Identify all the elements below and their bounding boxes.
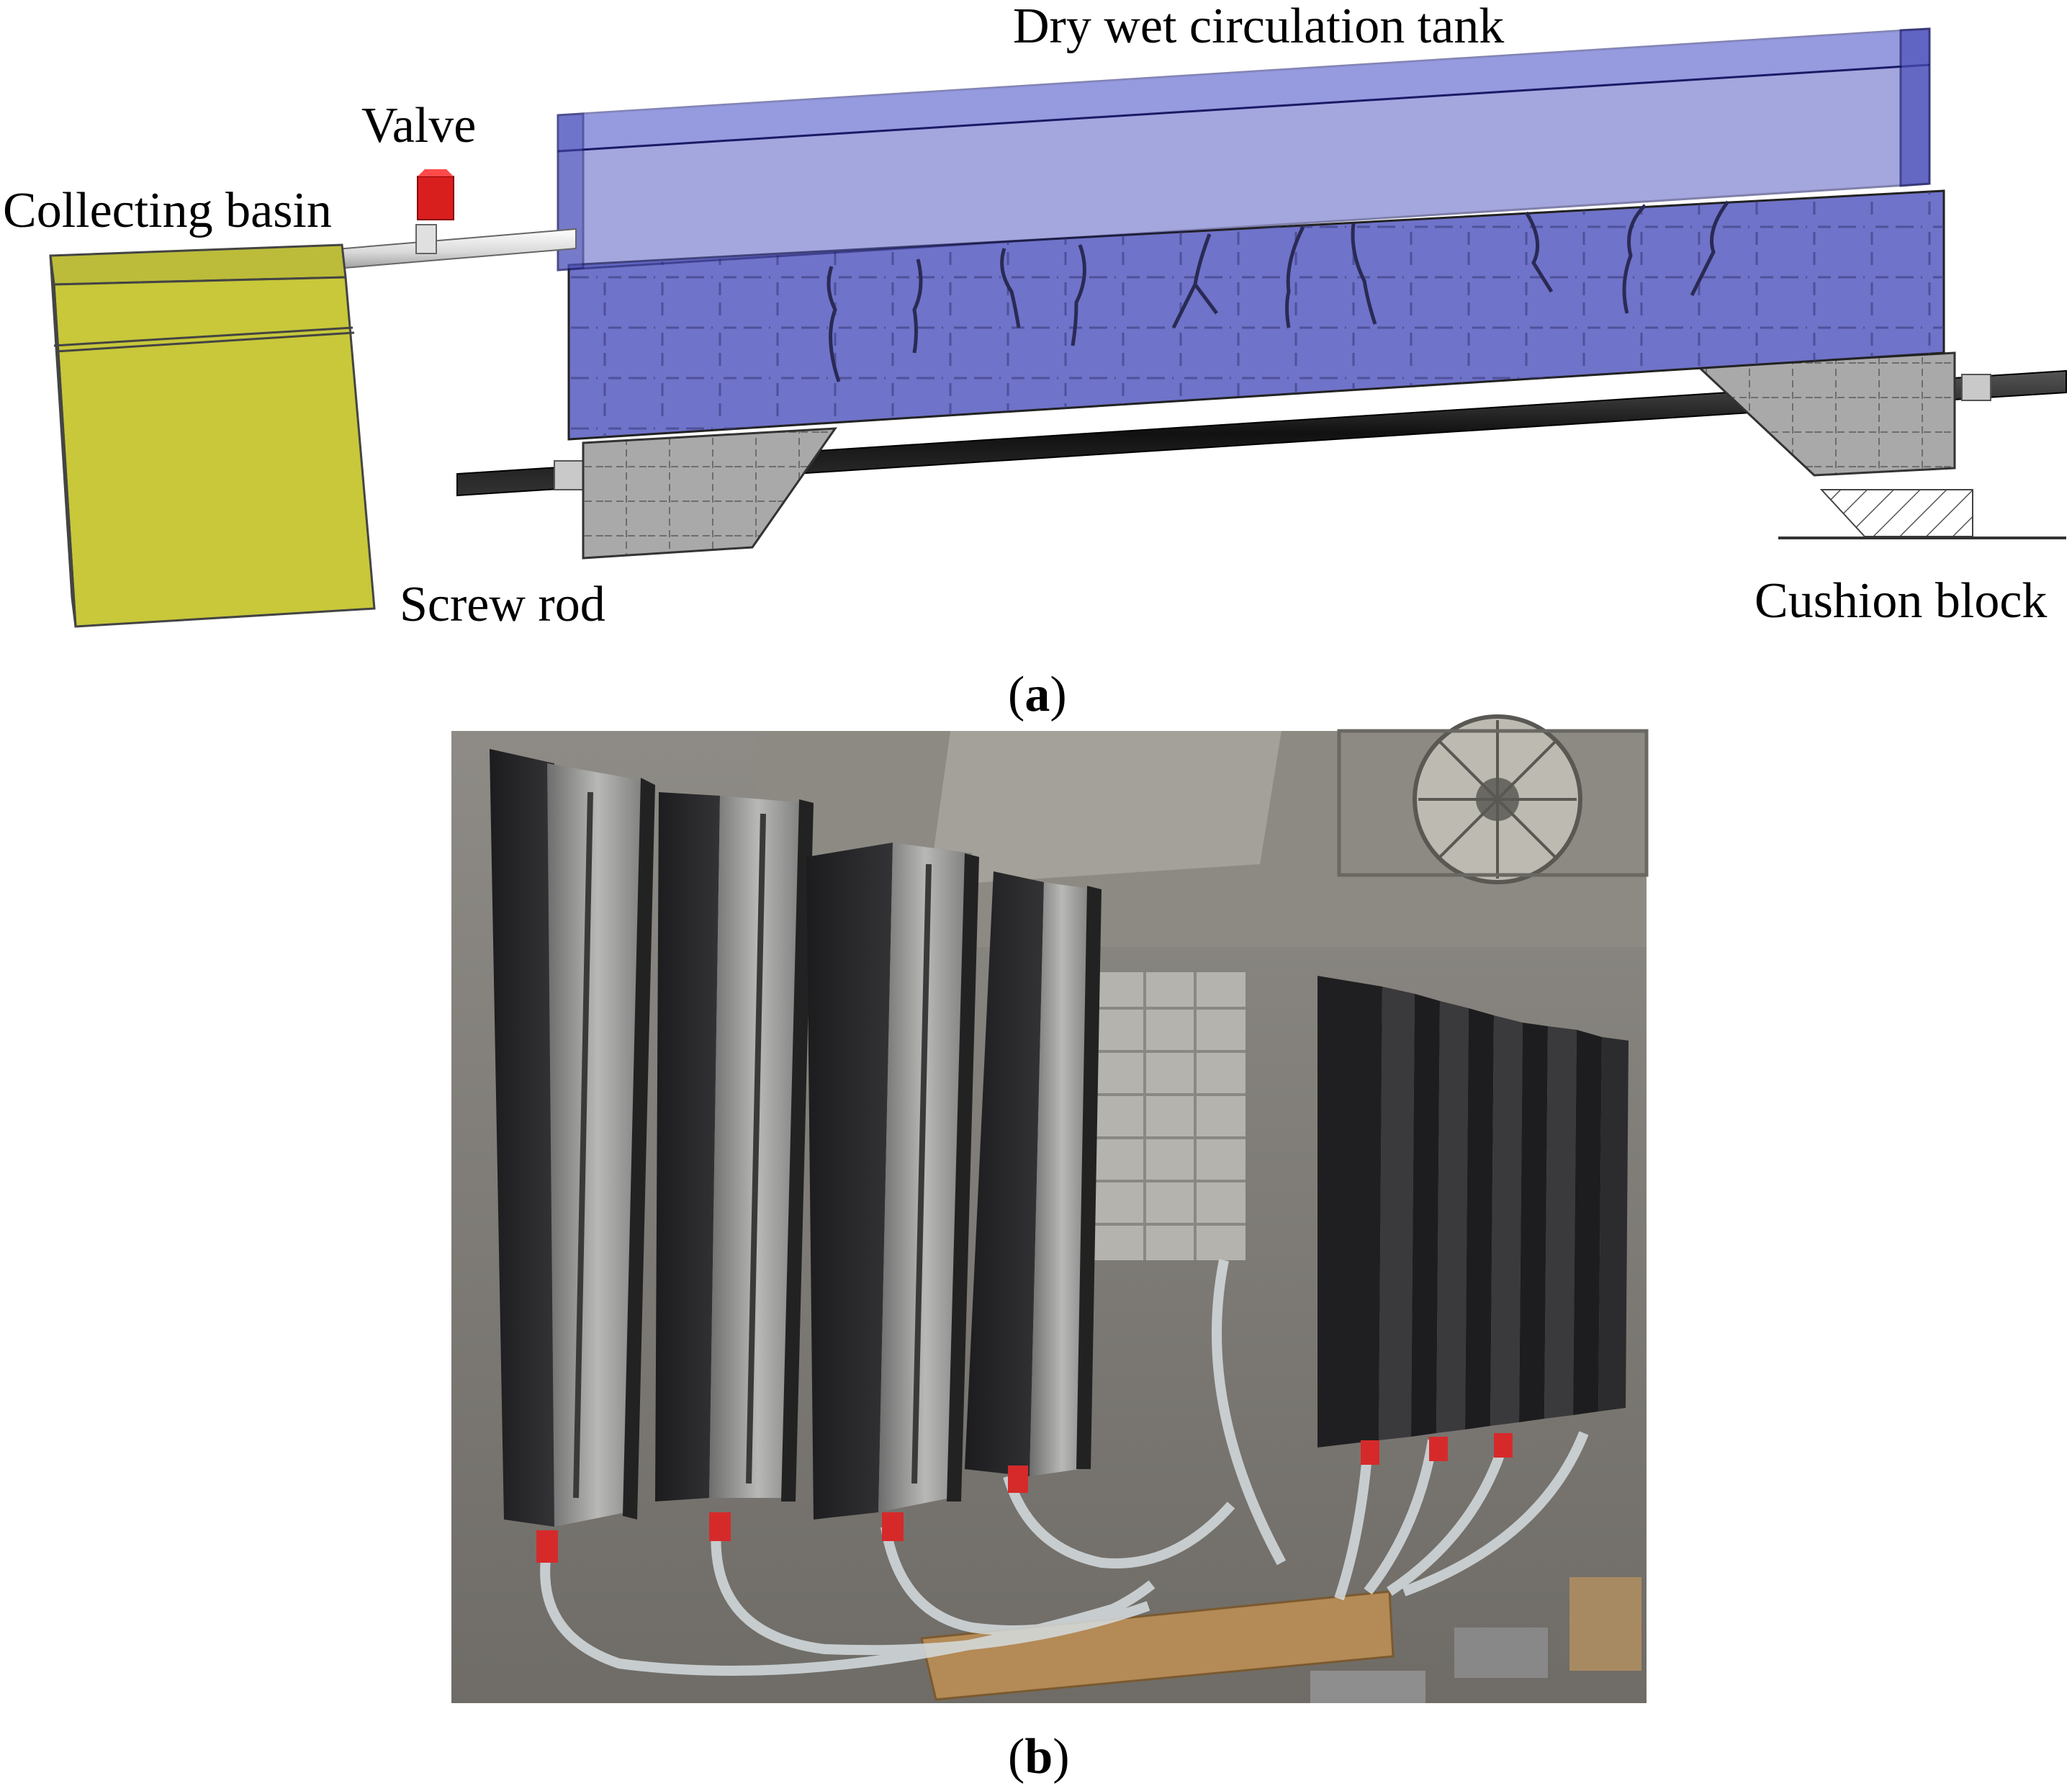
beams-right — [1317, 976, 1629, 1447]
beam-left-2 — [655, 792, 814, 1502]
beam-body — [567, 189, 1945, 441]
label-basin: Collecting basin — [3, 183, 332, 238]
valve-icon — [415, 169, 454, 254]
caption-b: (b) — [1008, 1729, 1070, 1785]
caption-b-letter: b — [1024, 1729, 1053, 1785]
caption-a: (a) — [1008, 667, 1067, 722]
screw-rod — [456, 369, 2067, 497]
diagram-a — [49, 27, 2067, 628]
collecting-basin — [49, 243, 376, 628]
caption-a-letter: a — [1024, 667, 1050, 722]
concrete-support-left — [582, 427, 837, 560]
label-cushion: Cushion block — [1755, 573, 2048, 629]
circulation-tank — [557, 27, 1931, 271]
beam-left-4 — [965, 871, 1102, 1476]
cushion-block — [1778, 489, 2066, 539]
beam-left-1 — [490, 749, 655, 1527]
beam-left-3 — [806, 843, 979, 1520]
label-valve: Valve — [361, 98, 477, 153]
hoses — [540, 1259, 1589, 1676]
valve-handles — [536, 1433, 1513, 1563]
label-rod: Screw rod — [400, 577, 605, 632]
label-tank: Dry wet circulation tank — [1013, 0, 1505, 54]
